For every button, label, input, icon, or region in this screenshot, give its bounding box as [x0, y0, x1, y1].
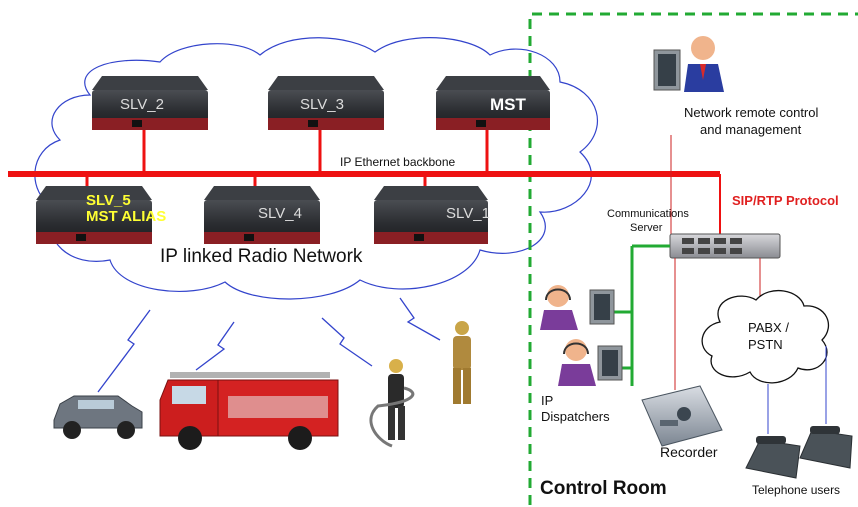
radio-label-mst: MST	[490, 95, 526, 114]
pabx-label-line1: PABX /	[748, 320, 789, 335]
remote-management-label-line1: Network remote control	[684, 105, 819, 120]
radio-unit-slv5	[36, 186, 152, 244]
sip-rtp-protocol-label: SIP/RTP Protocol	[732, 193, 839, 208]
radio-network-cloud	[34, 37, 598, 300]
firefighter-with-radio	[453, 321, 471, 404]
telephone-2	[799, 426, 853, 469]
pabx-phone-links	[767, 346, 827, 434]
recorder-device	[641, 385, 723, 447]
car-illustration	[53, 395, 143, 439]
radio-label-slv2: SLV_2	[120, 96, 164, 113]
telephone-1	[745, 436, 801, 479]
radio-unit-slv1	[374, 186, 488, 244]
radio-label-slv1: SLV_1	[446, 205, 490, 222]
pabx-label-line2: PSTN	[748, 337, 783, 352]
remote-management-label-line2: and management	[700, 122, 802, 137]
radio-network-label: IP linked Radio Network	[160, 246, 363, 267]
radio-unit-slv4	[204, 186, 320, 244]
backbone-label: IP Ethernet backbone	[340, 155, 456, 169]
server-label-line2: Server	[630, 222, 663, 234]
wireless-links	[97, 297, 441, 393]
remote-management-workstation	[653, 36, 724, 92]
server-label-line1: Communications	[607, 208, 689, 220]
radio-label-slv5: SLV_5	[86, 192, 131, 209]
control-room-title: Control Room	[540, 478, 667, 499]
firefighter-with-hose	[369, 359, 415, 448]
radio-label-slv4: SLV_4	[258, 205, 302, 222]
radio-unit-slv3	[268, 76, 384, 130]
communications-server	[669, 233, 781, 259]
recorder-label: Recorder	[660, 444, 718, 460]
fire-truck-illustration	[159, 372, 339, 450]
radio-unit-slv2	[92, 76, 208, 130]
telephone-users-label: Telephone users	[752, 483, 841, 497]
dispatchers-label-line2: Dispatchers	[541, 409, 610, 424]
radio-unit-mst	[436, 76, 550, 130]
ip-dispatcher-2	[558, 339, 623, 386]
radio-label-mst-alias: MST ALIAS	[86, 208, 167, 225]
pabx-pstn-cloud	[701, 290, 830, 384]
dispatchers-label-line1: IP	[541, 393, 554, 408]
radio-label-slv3: SLV_3	[300, 96, 344, 113]
ip-dispatcher-1	[540, 285, 615, 330]
